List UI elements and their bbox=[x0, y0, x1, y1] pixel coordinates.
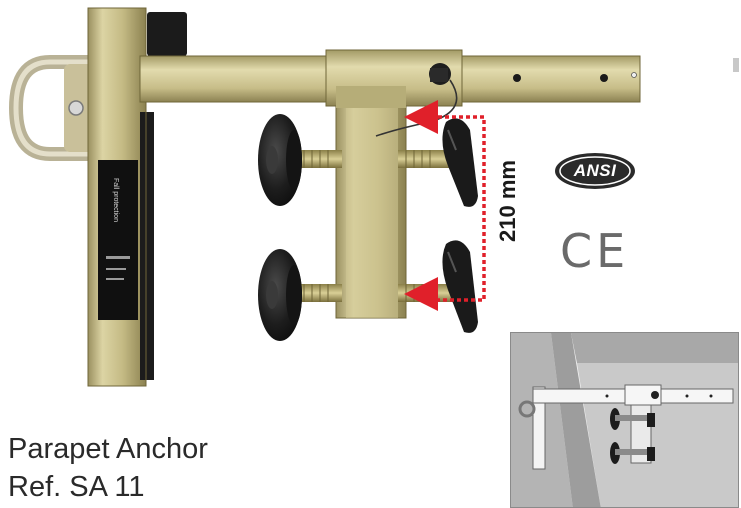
installation-diagram bbox=[511, 333, 738, 507]
installation-inset bbox=[510, 332, 739, 508]
ce-mark-icon: CE bbox=[560, 224, 630, 278]
d-ring-icon bbox=[9, 55, 96, 161]
product-reference: Ref. SA 11 bbox=[8, 471, 145, 503]
device-label: Fall protection bbox=[112, 178, 119, 222]
product-name: Parapet Anchor bbox=[8, 433, 208, 465]
vertical-post: Fall protection bbox=[87, 7, 154, 387]
sliding-sleeve bbox=[325, 49, 463, 319]
stop-block bbox=[147, 12, 187, 56]
ansi-label: ANSI bbox=[573, 161, 617, 180]
arrow-right-icon bbox=[404, 277, 438, 311]
edge-mark bbox=[733, 58, 739, 72]
upper-clamp-screw bbox=[296, 150, 456, 168]
t-handle-icon bbox=[442, 118, 478, 207]
dimension-label: 210 mm bbox=[495, 160, 520, 242]
clamp-pad-icon bbox=[258, 249, 302, 341]
dimension-indicator bbox=[438, 115, 486, 302]
clamp-pad-icon bbox=[258, 114, 302, 206]
arrow-right-icon bbox=[404, 100, 438, 134]
ansi-logo-icon: ANSI bbox=[553, 151, 637, 191]
t-handle-icon bbox=[442, 240, 478, 333]
device-label-text: Fall protection bbox=[112, 178, 119, 222]
product-caption: Parapet Anchor Ref. SA 11 bbox=[8, 430, 208, 506]
